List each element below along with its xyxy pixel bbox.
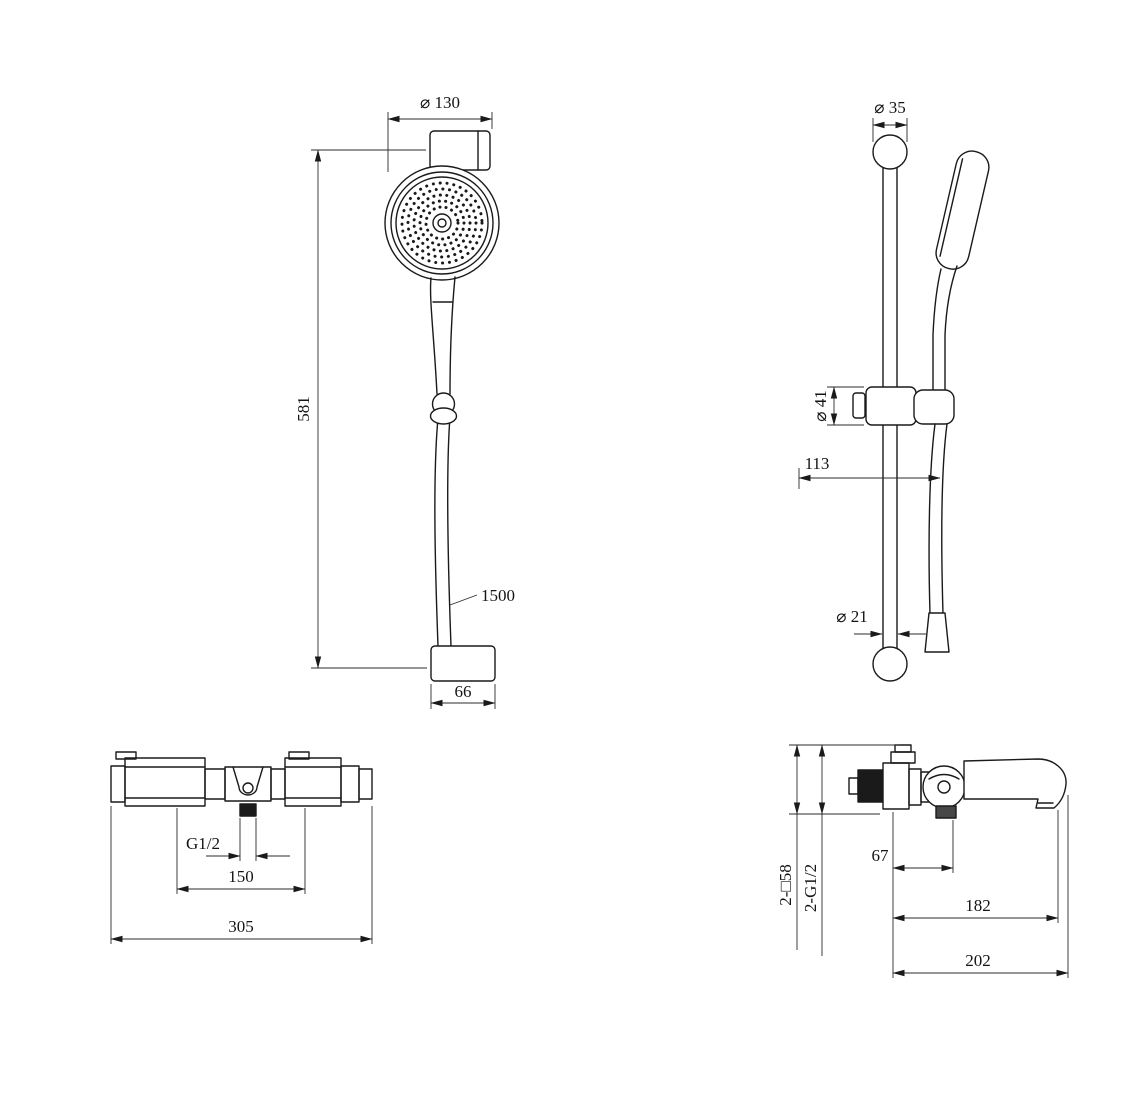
shower-handle-left-edge [429,277,438,395]
shower-head-rim [390,171,494,275]
valve-body-side [882,762,910,810]
control-knob [922,765,966,809]
dim-holder-offset-label: 113 [805,454,830,473]
shower-head-profile [935,150,990,270]
dim-overall-width-label: 305 [228,917,254,936]
valve-center-port-circle [242,782,254,794]
valve-right-cap [340,765,360,803]
wall-bracket-top [429,130,491,171]
valve-left-cap [110,765,126,803]
dim-inlet-thread-label: 2-G1/2 [801,864,820,912]
inlet-fitting [857,769,884,803]
shower-hose-right-edge [446,423,452,647]
dim-bracket-width-label: 66 [455,682,472,701]
dim-inlet-spacing-label: 150 [228,867,254,886]
dim-escutcheon-label: 2-□58 [776,864,795,905]
valve-right-handle [284,757,342,807]
dim-top-cap-label: ⌀ 35 [874,98,906,117]
spray-nozzle-ring-1 [400,181,484,265]
valve-right-end [358,768,373,800]
valve-center-funnel [232,766,264,796]
shower-head-face [395,176,489,270]
shower-handle-right-edge [449,276,456,395]
hand-shower-head-side [935,150,990,270]
valve-front-geometry [110,751,373,817]
hose-side-left-edge [928,423,936,615]
shower-hose-left-edge [434,423,439,647]
dim-rail-height-label: 581 [294,396,313,422]
shower-head-face-line [939,158,964,257]
rail-slider-cup [913,389,955,425]
hose-side-right-edge [941,423,948,615]
control-knob-detail [928,773,960,780]
rail-top-cap [872,134,908,170]
valve-top-step-1 [890,751,916,764]
valve-side-dimensions [789,744,1069,978]
valve-left-handle [124,757,206,807]
spray-nozzle-ring-2 [406,187,478,259]
spray-nozzle-ring-4 [418,199,466,247]
mixer-valve-front-view: G1/2 150 305 [110,751,373,944]
right-handle-tab [288,751,310,760]
rail-bottom-cap [872,646,908,682]
valve-front-dimensions [110,806,373,944]
control-knob-center [937,780,951,794]
shower-rail-front-view: ⌀ 130 581 1500 66 [294,93,515,709]
dim-outlet-thread-label: G1/2 [186,834,220,853]
inlet-stem [848,777,859,795]
spray-nozzle-ring-3 [412,193,472,253]
dim-overall-depth-label: 202 [965,951,991,970]
shower-front-dimensions [311,112,496,709]
shower-head-center-dot [437,218,447,228]
dim-rail-diameter-label: ⌀ 21 [836,607,868,626]
valve-center-block [224,766,272,802]
shower-front-geometry [384,130,500,682]
valve-side-geometry [848,744,1067,819]
valve-body-step [908,768,922,806]
dim-hose-length-label: 1500 [481,586,515,605]
valve-left-spacer [204,768,226,800]
mixer-valve-side-view: 2-□58 2-G1/2 67 182 202 [776,744,1069,978]
slider-lock-lever [852,392,866,419]
valve-outlet-port [239,803,257,817]
shower-rail-side-view: ⌀ 35 ⌀ 41 113 ⌀ 21 [798,98,990,682]
shower-side-dimensions [798,118,941,638]
valve-top-step-2 [894,744,912,753]
handle-side-left-edge [932,268,942,396]
rail-slider-sleeve [865,386,917,426]
dim-spout-reach-label: 182 [965,896,991,915]
left-handle-tab [115,751,137,760]
extension-lines [110,806,373,944]
dim-head-diameter-label: ⌀ 130 [420,93,460,112]
slide-holder-cup [429,407,458,425]
wall-bracket-bottom [430,645,496,682]
handle-side-right-edge [944,265,958,396]
shower-head-center-button [432,213,452,233]
spout [963,758,1067,809]
dim-slider-label: ⌀ 41 [811,390,830,422]
extension-lines [798,118,908,489]
hose-end-fitting [924,612,950,653]
shower-side-geometry [852,134,990,682]
valve-right-spacer [270,768,286,800]
bottom-port [935,805,957,819]
extension-lines [789,744,1069,978]
dim-handle-offset-label: 67 [872,846,890,865]
spray-nozzle-ring-5 [424,205,460,241]
